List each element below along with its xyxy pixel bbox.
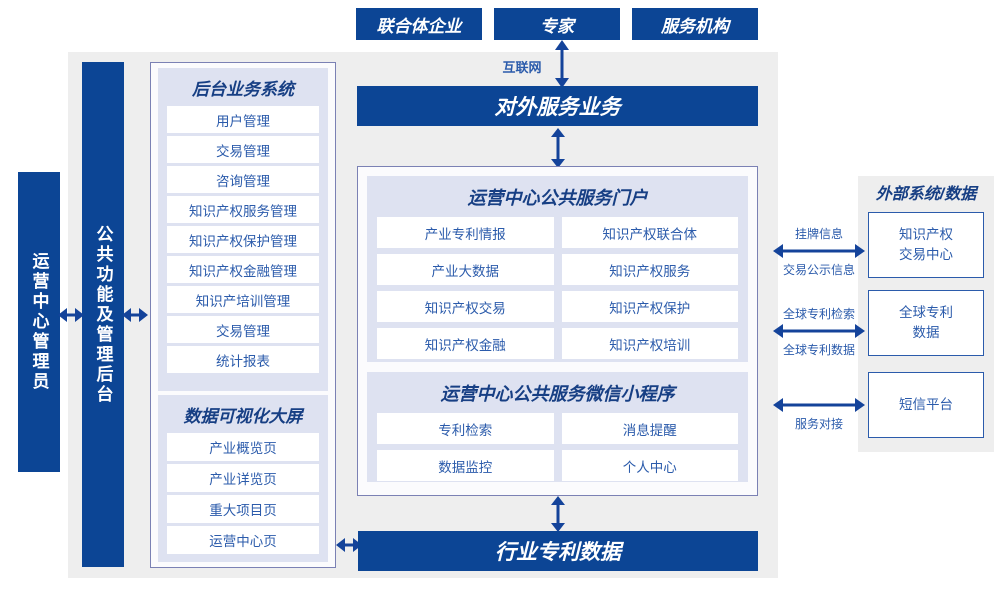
menu-item[interactable]: 知识产培训管理	[167, 286, 319, 313]
menu-item[interactable]: 统计报表	[167, 346, 319, 373]
connector-label-service-docking: 服务对接	[778, 415, 860, 432]
portal-item[interactable]: 知识产权交易	[377, 291, 554, 322]
public-portal-title: 运营中心公共服务门户	[377, 184, 738, 210]
connector-text: 挂牌信息	[794, 227, 843, 241]
data-visualization-panel: 数据可视化大屏 产业概览页产业详览页重大项目页运营中心页	[158, 395, 328, 562]
portal-item[interactable]: 产业专利情报	[377, 217, 554, 248]
external-systems-title: 外部系统/数据	[858, 180, 994, 204]
panel-title-text: 运营中心公共服务微信小程序	[440, 384, 675, 404]
portal-item[interactable]: 个人中心	[561, 450, 738, 481]
actor-label: 联合体企业	[376, 16, 462, 36]
actor-box-service-agency: 服务机构	[632, 8, 758, 40]
connector-label-trade-public-info: 交易公示信息	[772, 261, 866, 278]
external-box-ip-trading-center: 知识产权交易中心	[868, 212, 984, 278]
connector-text: 全球专利数据	[782, 343, 855, 357]
platform-common-function-backend: 公共功能及管理后台	[82, 62, 124, 567]
data-visualization-title: 数据可视化大屏	[167, 402, 319, 427]
portal-item[interactable]: 数据监控	[377, 450, 554, 481]
external-box-global-patent-data: 全球专利数据	[868, 290, 984, 356]
external-box-sms-platform: 短信平台	[868, 372, 984, 438]
internet-text: 互联网	[502, 60, 542, 75]
role-operations-center-admin: 运营中心管理员	[18, 172, 60, 472]
panel-title-text: 数据可视化大屏	[183, 407, 303, 426]
backend-business-system-title: 后台业务系统	[167, 75, 319, 100]
data-visualization-item-list: 产业概览页产业详览页重大项目页运营中心页	[167, 433, 319, 554]
role-label: 运营中心管理员	[29, 252, 49, 392]
portal-item[interactable]: 知识产权联合体	[561, 217, 738, 248]
portal-item[interactable]: 知识产权培训	[561, 328, 738, 359]
external-box-label: 知识产权交易中心	[899, 227, 953, 262]
menu-item[interactable]: 交易管理	[167, 136, 319, 163]
external-service-bar: 对外服务业务	[357, 86, 758, 126]
portal-item[interactable]: 知识产权保护	[561, 291, 738, 322]
connector-text: 服务对接	[794, 417, 843, 431]
panel-title-text: 后台业务系统	[192, 80, 294, 99]
backend-item-list: 用户管理交易管理咨询管理知识产权服务管理知识产权保护管理知识产权金融管理知识产培…	[167, 106, 319, 373]
arrow-internet-vertical	[552, 40, 572, 88]
menu-item[interactable]: 运营中心页	[167, 526, 319, 554]
menu-item[interactable]: 咨询管理	[167, 166, 319, 193]
external-title-text: 外部系统/数据	[875, 186, 977, 203]
actor-box-expert: 专家	[494, 8, 620, 40]
arrow-external-global-patent	[773, 321, 865, 341]
connector-label-listing-info: 挂牌信息	[778, 225, 860, 242]
actor-label: 服务机构	[661, 16, 729, 36]
arrow-service-to-portal	[548, 128, 568, 168]
arrow-portal-to-industry-data	[548, 496, 568, 532]
portal-item[interactable]: 消息提醒	[561, 413, 738, 444]
menu-item[interactable]: 产业概览页	[167, 433, 319, 461]
internet-label: 互联网	[492, 57, 552, 76]
external-box-label: 短信平台	[899, 397, 953, 413]
portal-item[interactable]: 知识产权服务	[561, 254, 738, 285]
external-box-label: 全球专利数据	[899, 305, 953, 340]
arrow-datavis-to-industry-data	[336, 535, 362, 555]
public-portal-panel: 运营中心公共服务门户 产业专利情报知识产权联合体产业大数据知识产权服务知识产权交…	[367, 176, 748, 362]
portal-item[interactable]: 知识产权金融	[377, 328, 554, 359]
menu-item[interactable]: 用户管理	[167, 106, 319, 133]
wechat-miniprogram-title: 运营中心公共服务微信小程序	[377, 380, 738, 406]
actor-box-union-enterprise: 联合体企业	[356, 8, 482, 40]
arrow-external-ip-trading	[773, 241, 865, 261]
wechat-miniprogram-panel: 运营中心公共服务微信小程序 专利检索消息提醒数据监控个人中心	[367, 372, 748, 482]
connector-text: 交易公示信息	[782, 263, 855, 277]
arrow-external-sms-platform	[773, 395, 865, 415]
public-portal-item-grid: 产业专利情报知识产权联合体产业大数据知识产权服务知识产权交易知识产权保护知识产权…	[377, 217, 738, 359]
platform-label: 公共功能及管理后台	[93, 224, 113, 405]
arrow-role-to-platform	[58, 305, 84, 325]
actor-label: 专家	[540, 16, 574, 36]
panel-title-text: 运营中心公共服务门户	[467, 188, 648, 208]
portal-item[interactable]: 专利检索	[377, 413, 554, 444]
backend-business-system-panel: 后台业务系统 用户管理交易管理咨询管理知识产权服务管理知识产权保护管理知识产权金…	[158, 68, 328, 391]
connector-label-global-patent-search: 全球专利检索	[772, 305, 866, 322]
menu-item[interactable]: 知识产权金融管理	[167, 256, 319, 283]
external-service-label: 对外服务业务	[494, 96, 621, 119]
industry-patent-data-bar: 行业专利数据	[358, 531, 758, 571]
arrow-platform-to-backend	[122, 305, 148, 325]
menu-item[interactable]: 交易管理	[167, 316, 319, 343]
menu-item[interactable]: 知识产权服务管理	[167, 196, 319, 223]
menu-item[interactable]: 知识产权保护管理	[167, 226, 319, 253]
connector-label-global-patent-data: 全球专利数据	[772, 341, 866, 358]
menu-item[interactable]: 产业详览页	[167, 464, 319, 492]
portal-item[interactable]: 产业大数据	[377, 254, 554, 285]
connector-text: 全球专利检索	[782, 307, 855, 321]
menu-item[interactable]: 重大项目页	[167, 495, 319, 523]
industry-patent-data-label: 行业专利数据	[495, 541, 621, 564]
wechat-miniprogram-item-grid: 专利检索消息提醒数据监控个人中心	[377, 413, 738, 481]
